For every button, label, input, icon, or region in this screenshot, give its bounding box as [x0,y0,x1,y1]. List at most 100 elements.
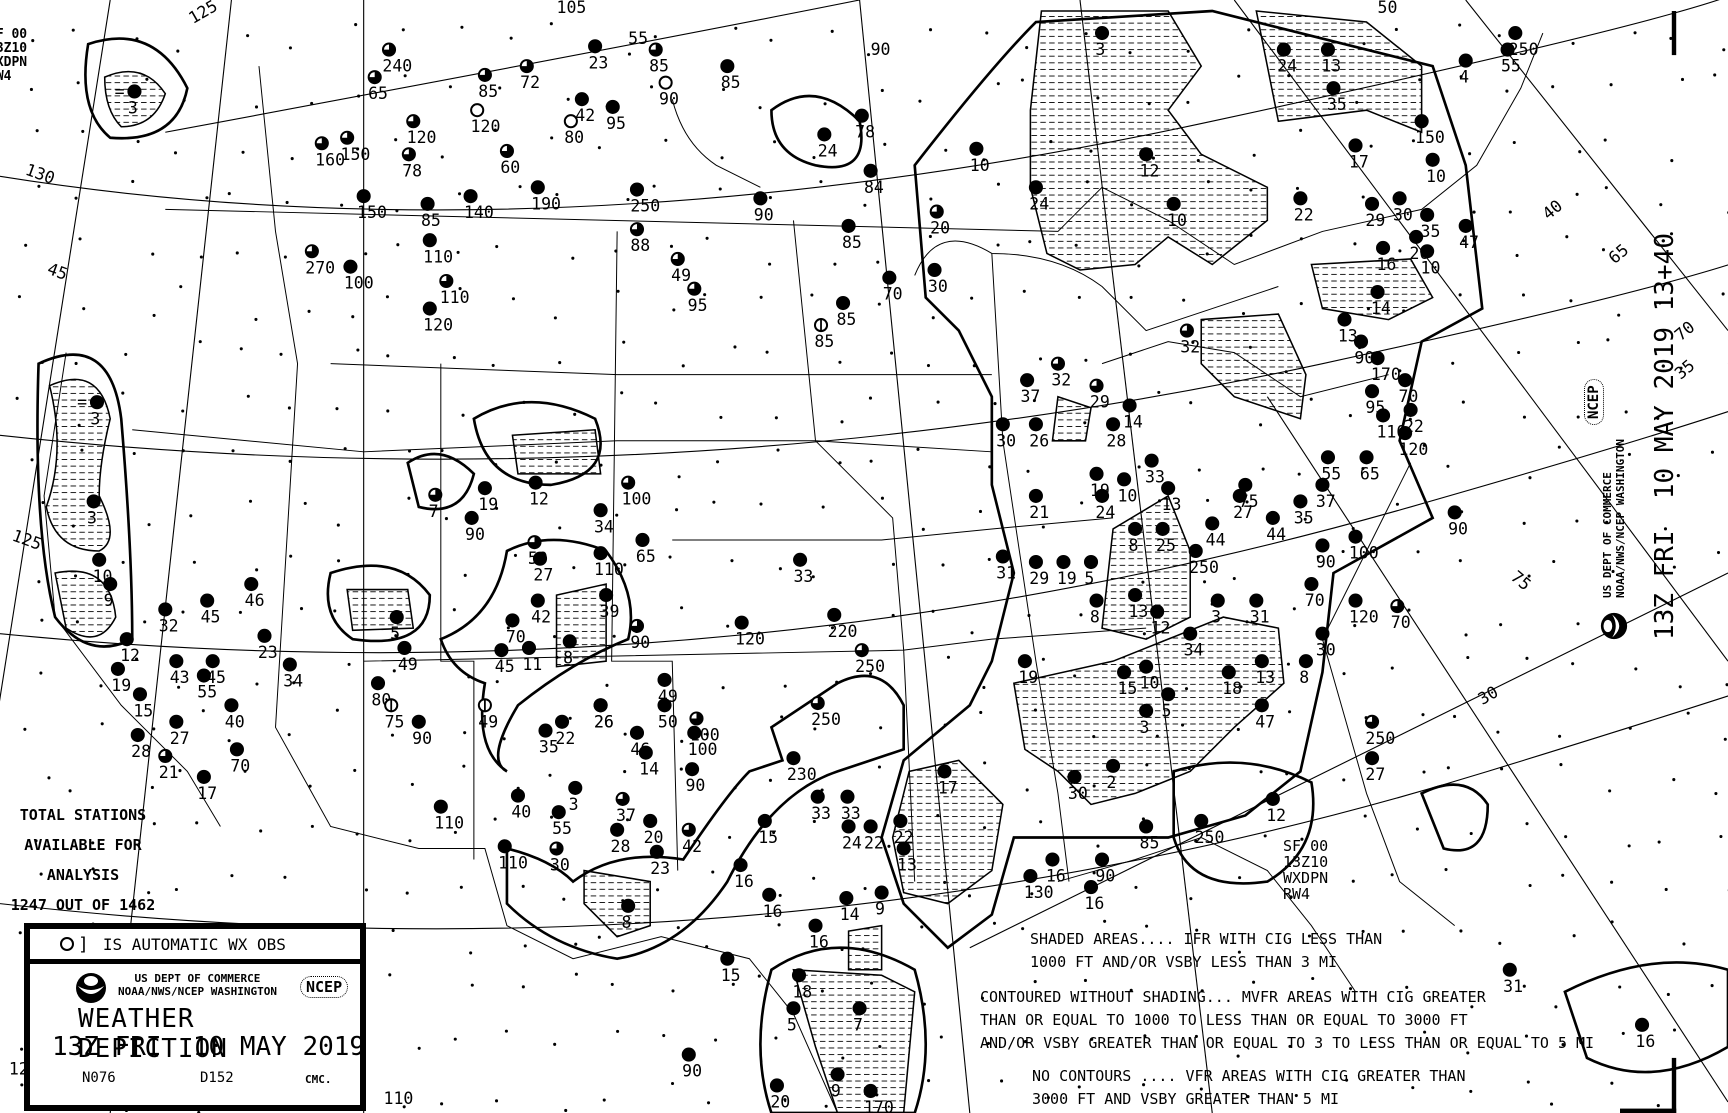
grid-dot [1611,569,1615,574]
grid-dot [241,150,245,154]
grid-dot [654,401,658,405]
grid-dot [810,293,814,297]
ceiling-label: 4 [1459,68,1469,87]
station-plot: 85 [420,196,441,230]
overcast-fill [600,589,613,602]
grid-dot [1710,984,1714,988]
grid-dot [1129,988,1133,992]
grid-dot [772,830,776,835]
ceiling-label: 15 [721,966,741,985]
grid-dot [1349,987,1353,991]
grid-dot [574,972,578,976]
ceiling-label: 3 [90,409,100,428]
grid-dot [944,148,948,152]
grid-dot [931,316,935,320]
overcast-fill [1448,506,1461,519]
grid-dot [91,867,95,871]
grid-dot [1624,410,1628,414]
ceiling-label: 90 [685,776,705,795]
overcast-fill [1365,752,1379,765]
station-plot: 33 [840,789,861,823]
summary-count: 1247 OUT OF 1462 [10,896,156,914]
station-plot: 19 [477,481,498,514]
grid-dot [15,396,19,400]
station-plot: 8 [621,898,636,932]
grid-dot [1469,1089,1473,1093]
grid-dot [238,610,242,614]
overcast-fill [864,820,877,833]
station-plot: 27 [1364,751,1385,784]
grid-dot [1421,713,1425,717]
grid-dot [41,500,45,505]
agency-line: US DEPT OF COMMERCE [1601,472,1614,598]
grid-dot [1446,766,1450,770]
ceiling-label: 130 [1024,883,1054,902]
grid-dot [783,684,787,688]
broken-fill [407,115,420,128]
grid-dot [1416,550,1420,554]
grid-dot [227,192,231,196]
station-plot: 120 [422,301,453,335]
grid-dot [711,870,715,874]
grid-dot [1288,710,1292,714]
grid-dot [1528,476,1532,480]
grid-dot [494,1099,499,1103]
grid-dot [181,409,185,413]
overcast-fill [928,263,941,277]
station-plot: 49 [477,698,498,731]
grid-dot [705,236,709,240]
grid-dot [1026,469,1030,473]
ceiling-label: 24 [1029,194,1049,213]
ceiling-label: 16 [809,933,829,952]
grid-dot [714,1038,718,1042]
overcast-fill [230,743,243,756]
station-plot: 55 [1320,450,1341,483]
grid-dot [354,23,358,27]
overcast-fill [787,1002,800,1015]
grid-dot [1096,844,1100,848]
station-plot: 150 [356,189,387,222]
ceiling-label: 15 [133,701,153,720]
ceiling-label: 5 [1162,701,1172,720]
station-plot: 49 [657,672,678,706]
overcast-fill [1266,511,1279,524]
legend-body: US DEPT OF COMMERCE NOAA/NWS/NCEP WASHIN… [30,964,365,1104]
station-plot: 47 [1254,698,1275,731]
grid-dot [356,147,360,151]
ceiling-label: 90 [412,729,432,748]
station-plot: 45 [494,643,515,676]
ceiling-label: 35 [1327,95,1347,114]
ceiling-label: 13 [1321,57,1341,76]
station-plot: 80 [563,114,584,147]
overcast-fill [1349,530,1362,543]
grid-dot [734,26,738,30]
grid-dot [549,22,553,26]
grid-dot [571,256,575,260]
grid-dot [392,669,396,673]
overcast-fill [1321,43,1335,56]
ceiling-label: 15 [1117,679,1137,698]
grid-dot [124,352,128,356]
overcast-fill [1029,418,1042,431]
grid-dot [74,196,78,200]
overcast-fill [996,418,1009,431]
grid-dot [1028,240,1032,244]
ceiling-label: 85 [721,73,741,92]
header-line: WXDPN [1283,869,1329,887]
grid-dot [1316,555,1320,559]
station-plot: 33 [793,552,813,586]
station-plot: 40 [224,698,245,731]
code-right: CMC. [305,1073,332,1086]
grid-dot [394,634,398,638]
registration-mark [1620,1108,1677,1113]
grid-dot [1157,390,1161,394]
overcast-fill [864,164,877,177]
station-plot: 14 [839,891,860,924]
overcast-fill [1184,627,1197,640]
station-plot: 270 [304,244,335,277]
ceiling-label: 30 [1393,205,1413,224]
grid-dot [235,251,239,255]
grid-dot [776,448,780,452]
station-plot: 230 [786,751,817,784]
grid-dot [656,888,660,892]
